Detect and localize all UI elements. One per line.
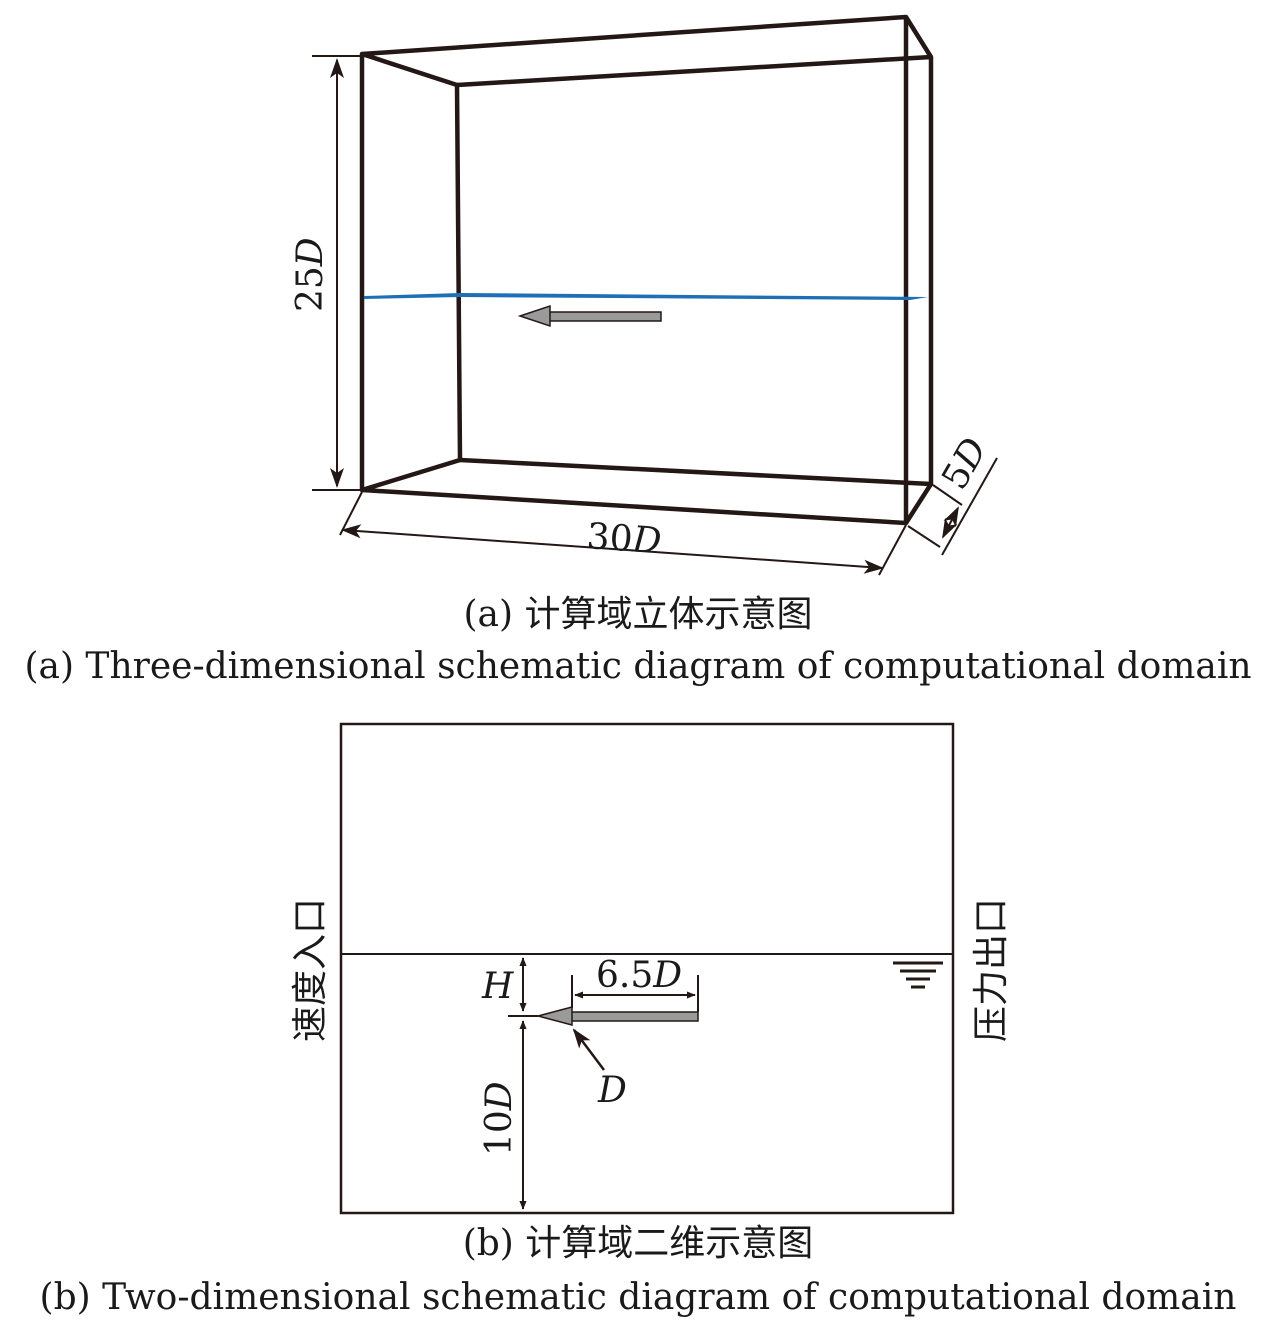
- caption-b-english: (b) Two-dimensional schematic diagram of…: [39, 1277, 1237, 1318]
- dimension-length-3d: [339, 491, 907, 576]
- body-length-label: 6.5D: [596, 955, 682, 996]
- box-edge-bottom-right: [904, 482, 933, 525]
- box-back-face: [454, 54, 934, 487]
- submerged-body-2d: [535, 1006, 699, 1026]
- dimension-depth-3d: [907, 457, 998, 556]
- length-dimension-label: 30D: [585, 516, 662, 562]
- dimension-body-length: [571, 975, 699, 1012]
- height-dimension-label: 25D: [290, 237, 331, 312]
- box-edge-bottom-left: [361, 457, 461, 493]
- box-edge-top-right: [904, 15, 933, 59]
- diameter-label: D: [597, 1070, 627, 1111]
- water-surface-plane: [364, 293, 928, 300]
- free-surface-symbol: [893, 961, 943, 989]
- submerged-body-3d: [517, 304, 662, 328]
- depth-dimension-label: 5D: [934, 431, 995, 496]
- caption-a-english: (a) Three-dimensional schematic diagram …: [24, 646, 1252, 687]
- velocity-inlet-label: 速度入口: [290, 898, 331, 1042]
- dimension-height-3d: [312, 55, 360, 491]
- diameter-pointer: [572, 1028, 605, 1071]
- submergence-label: H: [481, 966, 514, 1007]
- box-front-face: [359, 14, 909, 526]
- domain-2d-rect: [339, 722, 955, 1215]
- dimension-submergence: [508, 957, 538, 1017]
- domain-3d-box: [359, 14, 934, 526]
- bottom-clearance-label: 10D: [479, 1081, 520, 1156]
- pressure-outlet-label: 压力出口: [971, 898, 1012, 1042]
- caption-a-chinese: (a) 计算域立体示意图: [463, 594, 813, 635]
- caption-b-chinese: (b) 计算域二维示意图: [462, 1223, 814, 1264]
- box-edge-top-left: [361, 51, 458, 88]
